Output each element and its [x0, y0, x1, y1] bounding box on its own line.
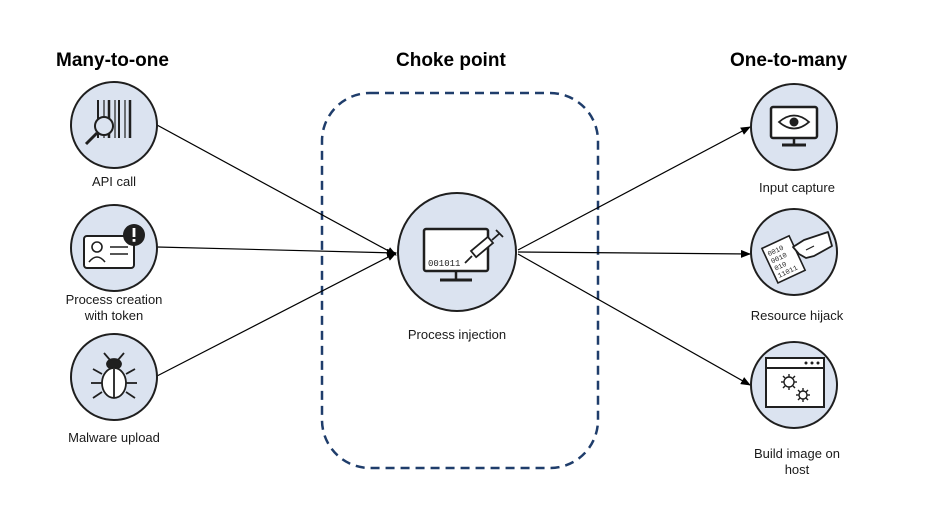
monitor-syringe-icon: 001011: [422, 227, 504, 282]
bug-icon: [91, 352, 137, 399]
label-process-creation-line1: Process creation: [65, 292, 163, 307]
binary-text: 001011: [428, 259, 460, 269]
node-resource-hijack: 0010 0010 010 11011: [750, 208, 838, 296]
choke-point-region: [320, 91, 600, 470]
node-malware-upload: [70, 333, 158, 421]
label-build-image: Build image on host: [727, 446, 867, 478]
label-malware-upload: Malware upload: [68, 430, 160, 445]
label-process-creation: Process creation with token: [44, 292, 184, 324]
section-title-one-to-many: One-to-many: [730, 50, 848, 71]
section-title-many-to-one: Many-to-one: [56, 50, 169, 71]
node-build-image: [750, 341, 838, 429]
connector-build-image: [517, 253, 751, 386]
connector-process-creation: [156, 246, 397, 257]
node-api-call: [70, 81, 158, 169]
label-api-call: API call: [91, 174, 137, 189]
node-process-creation: [70, 204, 158, 292]
label-input-capture: Input capture: [759, 180, 835, 195]
label-build-image-line1: Build image on: [754, 446, 840, 461]
connector-api-call: [156, 124, 397, 256]
label-process-injection: Process injection: [407, 327, 507, 342]
monitor-eye-icon: [769, 105, 819, 147]
gear-icon: [781, 374, 797, 390]
label-resource-hijack: Resource hijack: [750, 308, 844, 323]
node-input-capture: [750, 83, 838, 171]
connector-malware-upload: [156, 252, 397, 377]
label-process-creation-line2: with token: [84, 308, 144, 323]
node-process-injection: 001011: [397, 192, 517, 312]
connector-resource-hijack: [517, 249, 751, 258]
window-gears-icon: [765, 357, 825, 408]
connector-input-capture: [517, 126, 751, 251]
id-card-alert-icon: [83, 224, 145, 269]
label-build-image-line2: host: [784, 462, 810, 477]
section-title-choke-point: Choke point: [396, 50, 506, 71]
gear-icon: [796, 388, 810, 402]
barcode-magnifier-icon: [84, 100, 132, 146]
